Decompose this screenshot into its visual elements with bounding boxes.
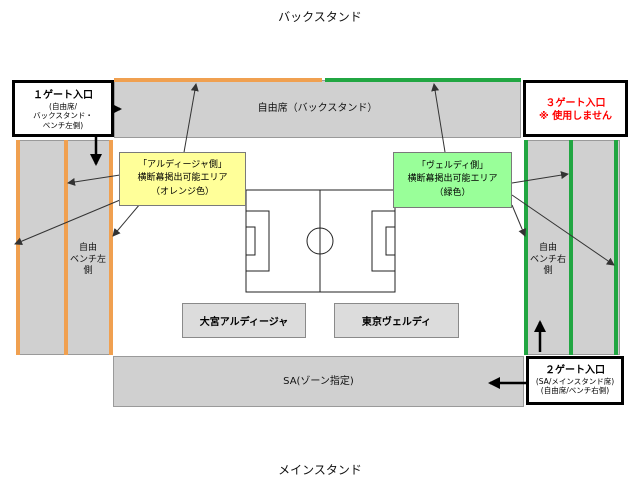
- gate-3-title: ３ゲート入口: [545, 98, 606, 109]
- ardija-area-line-2: 横断幕掲出可能エリア: [137, 173, 228, 184]
- ardija-area-line-1: 「アルディージャ側」: [138, 160, 227, 171]
- right-bench-line-2: ベンチ右: [529, 254, 566, 265]
- right-bench-line-3: 側: [543, 266, 553, 277]
- left-bench-line-1: 自由: [78, 243, 97, 253]
- main-stand-title: メインスタンド: [278, 463, 362, 477]
- gate-1-sub-2: バックスタンド・: [33, 111, 93, 121]
- gate-3-box: ３ゲート入口 ※ 使用しません: [523, 80, 628, 137]
- verdy-area-line-2: 横断幕掲出可能エリア: [407, 174, 498, 185]
- left-bench-label: 自由 ベンチ左 側: [64, 243, 112, 278]
- verdy-banner-area: 「ヴェルディ側」 横断幕掲出可能エリア （緑色）: [393, 152, 512, 208]
- back-stand-title: バックスタンド: [278, 10, 362, 24]
- gate-1-sub-1: (自由席/: [49, 102, 77, 111]
- left-bench-line-3: 側: [83, 266, 93, 277]
- sa-zone-seating: SA(ゾーン指定): [113, 356, 524, 407]
- ardija-area-line-3: （オレンジ色）: [150, 186, 214, 197]
- gate-2-sub-2: (自由席/ベンチ右側): [540, 386, 610, 396]
- gate-2-title: ２ゲート入口: [545, 365, 605, 376]
- ardija-pointer-arrows: [14, 83, 199, 245]
- gate-1-title: １ゲート入口: [33, 90, 93, 101]
- gate-1-sub-3: ベンチ左側): [42, 120, 84, 130]
- team-home-label: 大宮アルディージャ: [199, 317, 289, 328]
- gate-2-sub-1: (SA/メインスタンド席): [535, 377, 615, 386]
- left-bench-line-2: ベンチ左: [69, 254, 106, 265]
- soccer-pitch: [245, 189, 396, 293]
- ardija-banner-area: 「アルディージャ側」 横断幕掲出可能エリア （オレンジ色）: [119, 152, 246, 206]
- team-away-box: 東京ヴェルディ: [334, 303, 459, 338]
- verdy-pointer-arrows: [431, 83, 615, 266]
- verdy-area-line-3: （緑色）: [434, 187, 471, 198]
- right-bench-label: 自由 ベンチ右 側: [526, 243, 570, 278]
- gate-entry-arrows: [86, 103, 546, 389]
- team-home-box: 大宮アルディージャ: [182, 303, 306, 338]
- back-stand-seating: 自由席（バックスタンド）: [114, 80, 521, 138]
- sa-seats-label: SA(ゾーン指定): [283, 375, 354, 387]
- back-seats-label: 自由席（バックスタンド）: [257, 103, 378, 115]
- team-away-label: 東京ヴェルディ: [361, 317, 432, 328]
- verdy-area-line-1: 「ヴェルディ側」: [416, 161, 489, 172]
- gate-2-box: ２ゲート入口 (SA/メインスタンド席) (自由席/ベンチ右側): [526, 356, 624, 405]
- gate-3-note: ※ 使用しません: [539, 111, 612, 122]
- right-bench-line-1: 自由: [538, 243, 557, 253]
- gate-1-box: １ゲート入口 (自由席/ バックスタンド・ ベンチ左側): [12, 80, 114, 137]
